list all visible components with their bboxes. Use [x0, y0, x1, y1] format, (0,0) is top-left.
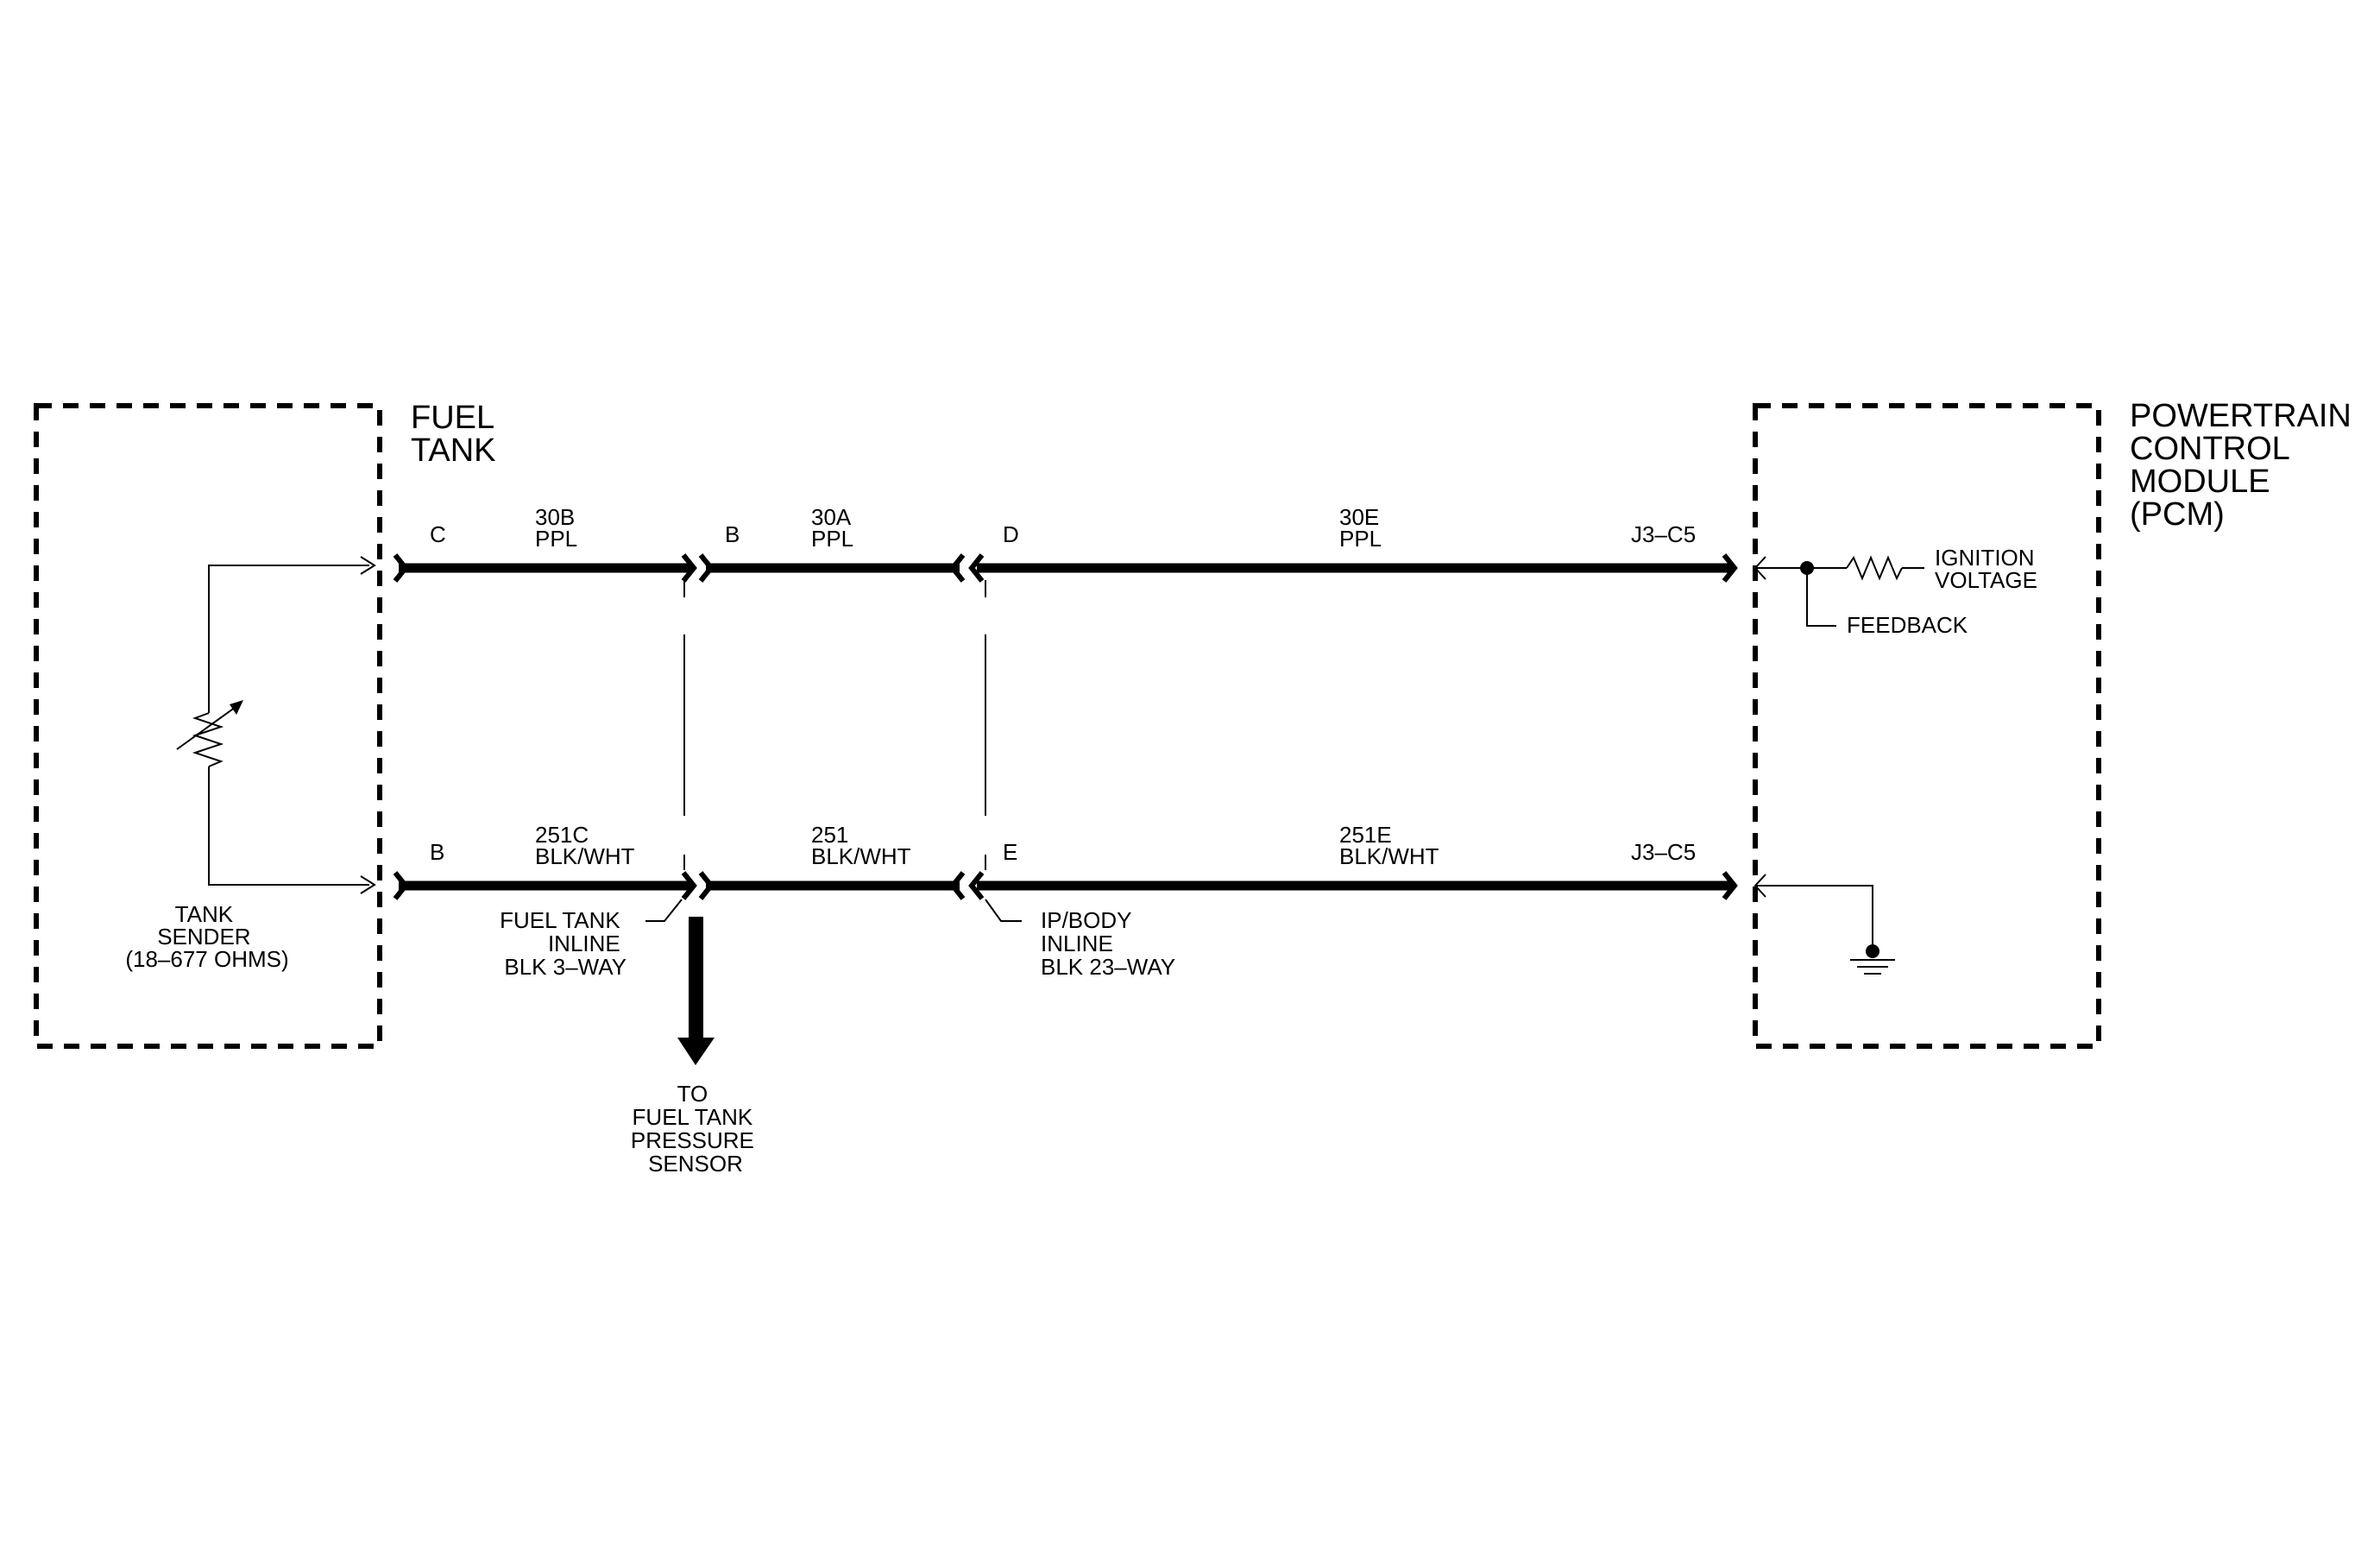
fuel-tank-inline-leader	[645, 899, 683, 922]
top-seg2-circuit: 30A PPL	[811, 504, 856, 552]
tank-sender-resistor	[176, 556, 376, 894]
pressure-sensor-branch-label: TO FUEL TANK PRESSURE SENSOR	[631, 1081, 760, 1177]
pcm-box	[1753, 403, 2101, 1049]
bottom-seg1-pin: B	[430, 839, 444, 865]
ground-icon	[1754, 874, 1895, 975]
bottom-seg2-circuit: 251 BLK/WHT	[811, 822, 911, 869]
feedback-label: FEEDBACK	[1847, 612, 1968, 638]
fuel-tank-box	[34, 403, 382, 1049]
top-seg3-circuit: 30E PPL	[1339, 504, 1386, 552]
bottom-seg3-circuit: 251E BLK/WHT	[1339, 822, 1439, 869]
pcm-title: POWERTRAIN CONTROL MODULE (PCM)	[2130, 398, 2360, 533]
bottom-seg1-circuit: 251C BLK/WHT	[535, 822, 635, 869]
top-seg1-pin: C	[430, 521, 446, 547]
bottom-seg3-pin: E	[1003, 839, 1017, 865]
top-seg3-pin: D	[1003, 521, 1019, 547]
top-seg1-circuit: 30B PPL	[535, 504, 582, 552]
fuel-tank-title: FUEL TANK	[411, 400, 502, 469]
fuel-tank-inline-label: FUEL TANK INLINE BLK 3–WAY	[500, 907, 626, 980]
pcm-ignition-feedback-circuit	[1754, 555, 1924, 627]
ip-body-inline-leader	[985, 899, 1022, 922]
bottom-wire	[393, 871, 1738, 900]
pressure-sensor-branch-arrow	[677, 917, 715, 1065]
connector-outline-lines	[683, 580, 986, 870]
top-pcm-pin: J3–C5	[1631, 521, 1696, 547]
top-wire	[393, 553, 1738, 583]
ignition-voltage-label: IGNITION VOLTAGE	[1935, 545, 2041, 593]
top-seg2-pin: B	[725, 521, 740, 547]
tank-sender-label: TANK SENDER (18–677 OHMS)	[125, 901, 288, 972]
ip-body-inline-label: IP/BODY INLINE BLK 23–WAY	[1041, 907, 1175, 980]
bottom-pcm-pin: J3–C5	[1631, 839, 1696, 865]
